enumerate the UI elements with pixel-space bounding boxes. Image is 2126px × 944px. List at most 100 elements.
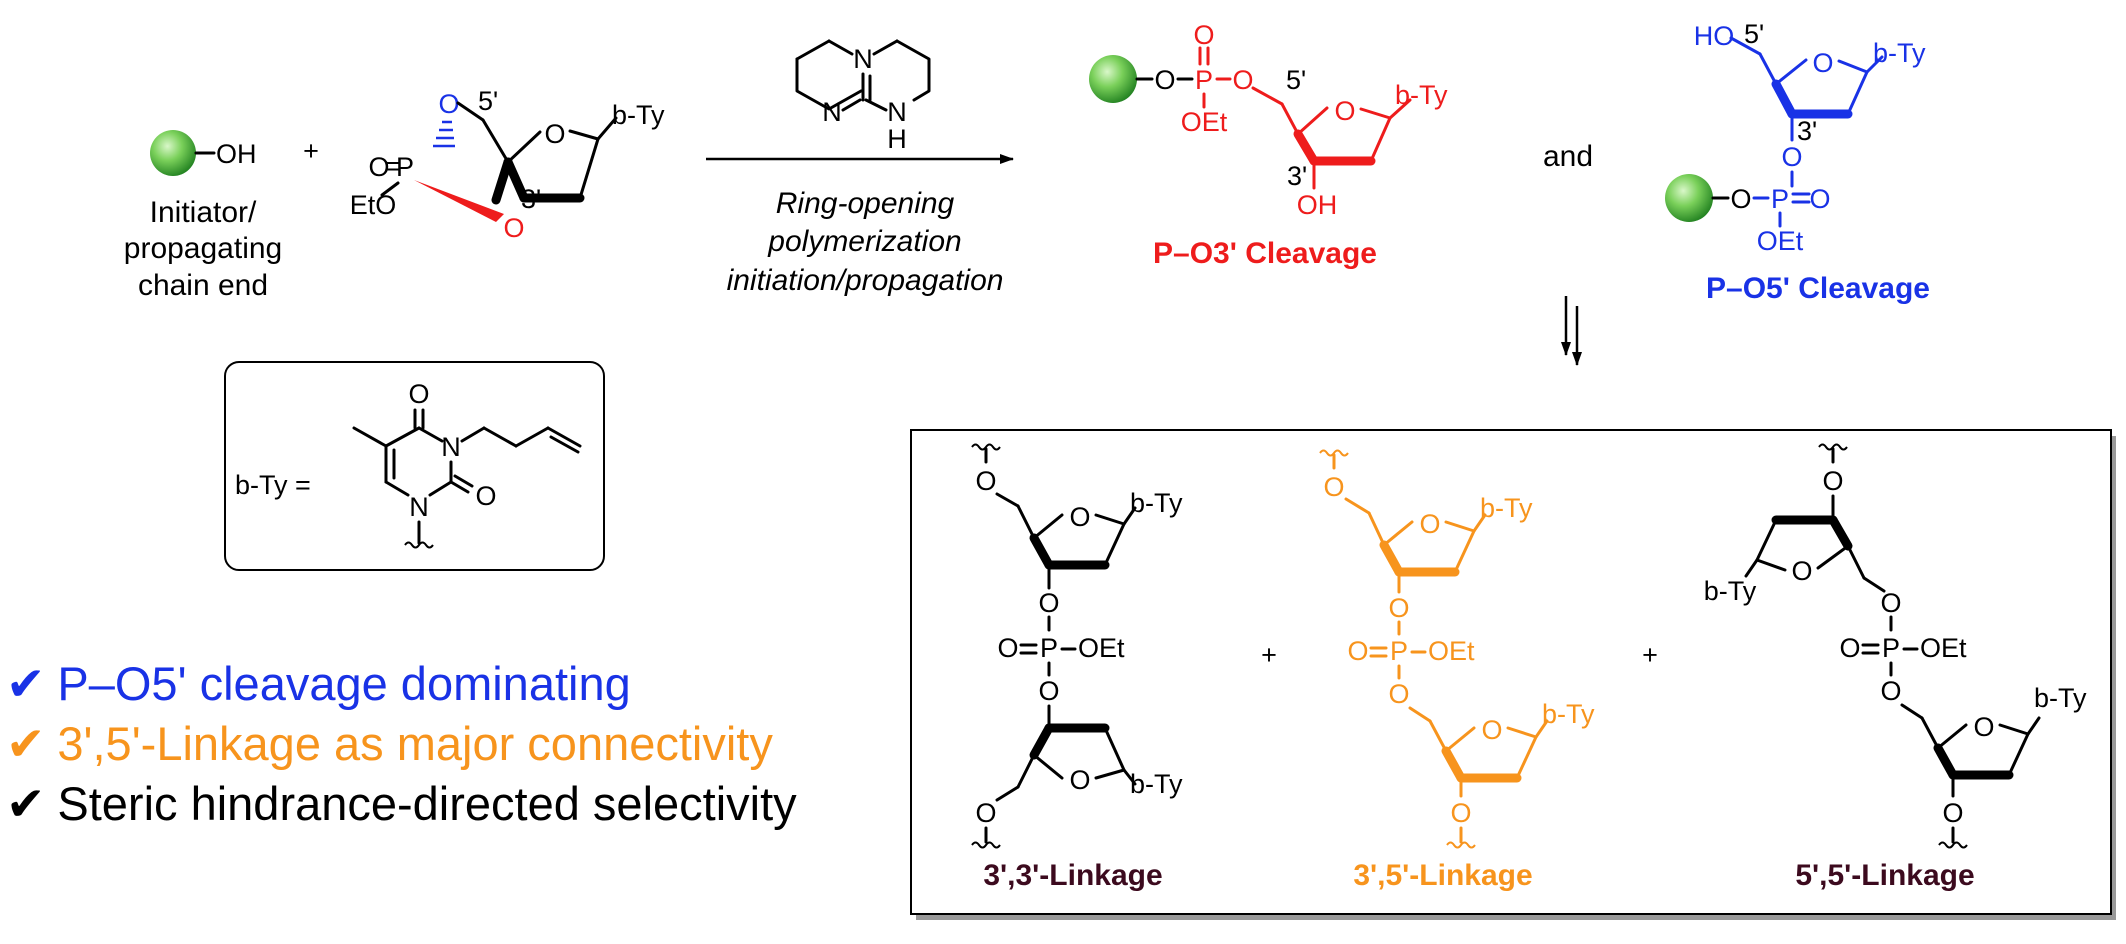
monomer-base: b-Ty <box>612 100 665 130</box>
monomer-eto: EtO <box>350 190 397 220</box>
monomer-o3: O <box>503 213 524 243</box>
initiator-oh-label: OH <box>216 139 257 169</box>
l35-o-double: O <box>1347 636 1368 666</box>
blue-product-oet: OEt <box>1757 226 1804 256</box>
blue-product-caption: P–O5' Cleavage <box>1706 272 1930 305</box>
red-product-sphere <box>1089 55 1137 103</box>
l55-o-double: O <box>1839 633 1860 663</box>
monomer-double-bond: = <box>384 151 400 181</box>
linkage-plus-1: + <box>1261 640 1277 670</box>
red-product-base: b-Ty <box>1395 80 1448 110</box>
linkage-box-frame <box>910 429 2112 915</box>
catalyst-nh-h: H <box>887 124 907 154</box>
bty-box-frame <box>224 361 605 571</box>
l55-o-bottom: O <box>1942 798 1963 828</box>
blue-product-pos3: 3' <box>1797 116 1817 146</box>
checklist-text: 3',5'-Linkage as major connectivity <box>57 717 773 770</box>
monomer-wedge-bond <box>414 180 504 222</box>
catalyst-nh-n: N <box>887 97 907 127</box>
l55-o-upper: O <box>1880 588 1901 618</box>
linkage-33-structure: O O b-Ty O P O OEt O O <box>971 443 1183 892</box>
bty-n1: N <box>409 492 429 522</box>
double-down-arrow <box>1561 296 1582 366</box>
l33-ring-o-top: O <box>1069 502 1090 532</box>
red-product-oh: OH <box>1297 190 1338 220</box>
checklist-item-blue: ✔P–O5' cleavage dominating <box>6 657 631 710</box>
monomer-p: P <box>396 152 414 182</box>
l35-p: P <box>1390 636 1408 666</box>
monomer-hashed-bond <box>433 120 455 148</box>
checklist-text: Steric hindrance-directed selectivity <box>57 777 797 830</box>
bty-o-right: O <box>475 481 496 511</box>
l33-ring-o-bottom: O <box>1069 765 1090 795</box>
l33-o-double: O <box>997 633 1018 663</box>
l55-p: P <box>1882 633 1900 663</box>
linkage-55-structure: O O b-Ty O P O OEt O O <box>1704 443 2087 892</box>
red-product-ring-o: O <box>1334 96 1355 126</box>
l33-o-top: O <box>975 466 996 496</box>
arrow-text-line3: initiation/propagation <box>727 264 1004 297</box>
monomer-pos5: 5' <box>478 86 498 116</box>
checklist: ✔P–O5' cleavage dominating ✔3',5'-Linkag… <box>6 657 797 830</box>
plus-sign-reactants: + <box>303 136 319 166</box>
checklist-text: P–O5' cleavage dominating <box>57 657 630 710</box>
and-text: and <box>1543 140 1593 173</box>
l55-o-top: O <box>1822 466 1843 496</box>
catalyst-n-left: N <box>822 97 842 127</box>
linkage-plus-2: + <box>1642 640 1658 670</box>
l33-base-bottom: b-Ty <box>1130 769 1183 799</box>
cyclic-monomer: O 5' P O = EtO O O b-Ty 3' <box>350 86 665 243</box>
linkage-box: O O b-Ty O P O OEt O O <box>910 429 2116 920</box>
initiator-caption-line1: Initiator/ <box>150 196 257 229</box>
blue-product-o-link: O <box>1781 142 1802 172</box>
l33-o-upper: O <box>1038 588 1059 618</box>
red-product-p: P <box>1195 65 1213 95</box>
blue-product-sphere <box>1665 174 1713 222</box>
linkage-55-caption: 5',5'-Linkage <box>1795 859 1974 892</box>
l55-ring-o: O <box>1791 556 1812 586</box>
l35-ring-o-bottom: O <box>1481 715 1502 745</box>
initiator-caption-line3: chain end <box>138 269 268 302</box>
red-product-o-top: O <box>1193 20 1214 50</box>
red-product-pos3: 3' <box>1287 161 1307 191</box>
product-p-o5-cleavage: HO 5' O b-Ty 3' O O P O OEt P–O5' Cleava… <box>1665 19 1930 305</box>
monomer-o5: O <box>438 89 459 119</box>
l33-o-bottom: O <box>975 798 996 828</box>
blue-product-base: b-Ty <box>1873 38 1926 68</box>
red-product-pos5: 5' <box>1286 65 1306 95</box>
blue-product-pos5: 5' <box>1744 19 1764 49</box>
arrow-text-line2: polymerization <box>767 225 961 258</box>
l55-ring-o-bottom: O <box>1973 712 1994 742</box>
blue-product-p: P <box>1771 184 1789 214</box>
red-product-oet: OEt <box>1181 107 1228 137</box>
red-product-caption: P–O3' Cleavage <box>1153 237 1377 270</box>
monomer-pos3: 3' <box>521 184 541 214</box>
l55-base-bottom: b-Ty <box>2034 683 2087 713</box>
check-mark-icon: ✔ <box>6 777 45 830</box>
linkage-33-caption: 3',3'-Linkage <box>983 859 1162 892</box>
blue-product-ho: HO <box>1694 21 1735 51</box>
bty-label: b-Ty = <box>235 470 311 500</box>
catalyst-n-top: N <box>853 44 873 74</box>
product-p-o3-cleavage: O P O OEt O 5' O b-Ty 3' OH P–O3' Cleava… <box>1089 20 1448 270</box>
l33-o-lower: O <box>1038 676 1059 706</box>
l55-o-lower: O <box>1880 676 1901 706</box>
initiator-caption-line2: propagating <box>124 232 282 265</box>
l33-oet: OEt <box>1078 633 1125 663</box>
red-product-o1: O <box>1154 65 1175 95</box>
l35-o-top: O <box>1323 472 1344 502</box>
checklist-item-black: ✔Steric hindrance-directed selectivity <box>6 777 797 830</box>
linkage-35-structure: O O b-Ty O P O OEt O O <box>1319 449 1595 892</box>
blue-product-ring-o: O <box>1812 48 1833 78</box>
l35-oet: OEt <box>1428 636 1475 666</box>
l55-base-top: b-Ty <box>1704 576 1757 606</box>
initiator: OH Initiator/ propagating chain end <box>124 130 282 302</box>
l35-o-upper: O <box>1388 593 1409 623</box>
red-product-o2: O <box>1232 65 1253 95</box>
bty-n3: N <box>441 432 461 462</box>
l55-oet: OEt <box>1920 633 1967 663</box>
bty-o-top: O <box>408 379 429 409</box>
initiator-sphere <box>150 130 196 176</box>
tbd-catalyst: N N N H <box>795 39 931 154</box>
